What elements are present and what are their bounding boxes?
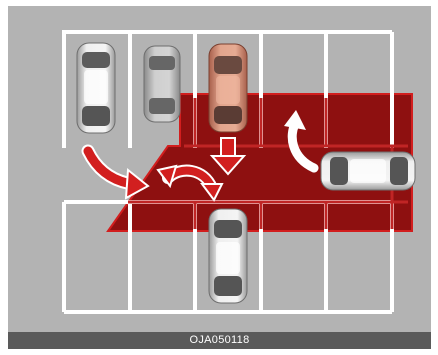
parking-diagram: OJA050118 (8, 6, 431, 349)
parked-car-top-center (209, 44, 247, 132)
figure-caption: OJA050118 (8, 332, 431, 349)
oncoming-car-right (321, 152, 415, 190)
parked-car-top-second (144, 46, 180, 122)
parking-lot-illustration (8, 6, 431, 349)
parked-car-bottom-center (209, 209, 247, 303)
parked-car-top-left (77, 43, 115, 133)
